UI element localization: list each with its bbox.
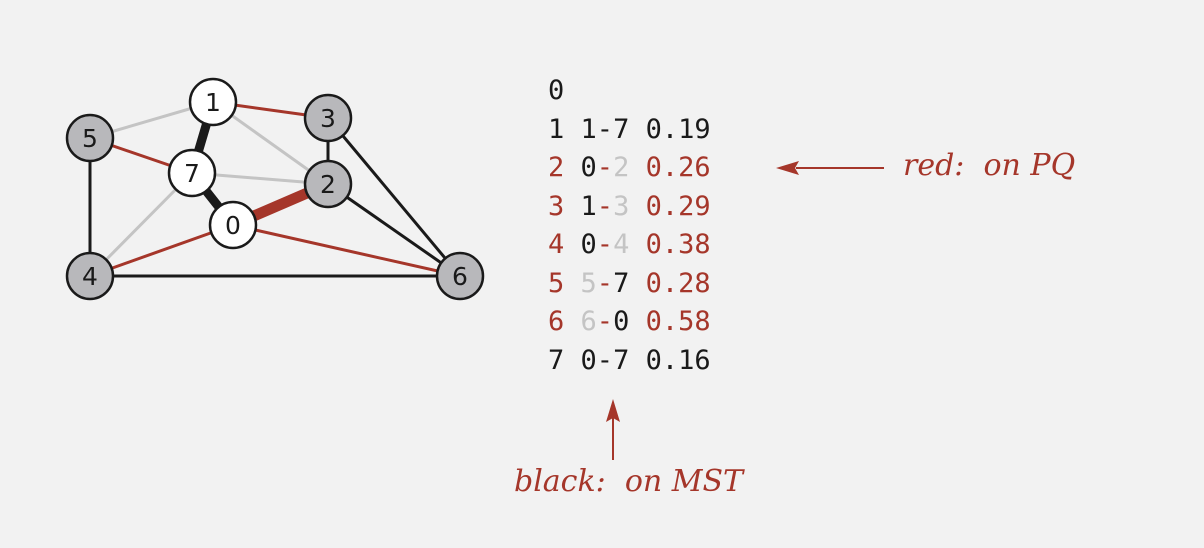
- node-label: 3: [320, 104, 336, 133]
- table-row: 7 0-7 0.16: [548, 342, 711, 381]
- red-on-pq-note: red: on PQ: [903, 148, 1076, 183]
- edge-dash: -: [596, 344, 614, 376]
- vertex-cell: 6: [548, 306, 565, 337]
- nodes: 0 1 2 3 4 5 6 7: [65, 77, 485, 301]
- weight-cell: 0.58: [645, 306, 711, 337]
- table-row: 5 5-7 0.28: [548, 265, 711, 304]
- node-1: 1: [188, 77, 238, 127]
- edge-to-cell: 7: [613, 267, 630, 299]
- edge-to-cell: 3: [613, 190, 630, 222]
- node-0: 0: [208, 200, 258, 250]
- node-circle: [208, 200, 258, 250]
- edge-from-cell: 5: [580, 267, 597, 299]
- node-label: 4: [82, 262, 98, 291]
- node-3: 3: [303, 93, 353, 143]
- node-circle: [435, 251, 485, 301]
- table-row: 3 1-3 0.29: [548, 188, 711, 227]
- edge-3-6: [326, 117, 462, 277]
- edge-to-cell: 2: [613, 152, 630, 183]
- edge-to-cell: 4: [613, 229, 630, 260]
- weight-cell: 0.38: [645, 229, 711, 260]
- weight-cell: 0.29: [645, 190, 711, 222]
- table-row: 6 6-0 0.58: [548, 303, 711, 342]
- node-4: 4: [65, 251, 115, 301]
- table-row: 2 0-2 0.26: [548, 149, 711, 188]
- node-label: 0: [225, 211, 241, 240]
- node-6: 6: [435, 251, 485, 301]
- node-label: 7: [184, 159, 200, 188]
- weight-cell: 0.28: [645, 267, 711, 299]
- edge-to-cell: 7: [613, 113, 630, 145]
- red-note-arrowhead: [776, 161, 799, 175]
- edge-from-cell: 0: [580, 229, 597, 260]
- table-row: 4 0-4 0.38: [548, 226, 711, 265]
- node-label: 5: [82, 124, 98, 153]
- table-row: 0: [548, 72, 711, 111]
- weight-cell: 0.16: [645, 344, 711, 376]
- edge-from-cell: 1: [580, 113, 597, 145]
- node-label: 6: [452, 262, 468, 291]
- edge-dash: -: [596, 229, 614, 260]
- table-row: 1 1-7 0.19: [548, 111, 711, 150]
- edge-dash: -: [596, 267, 614, 299]
- vertex-cell: 0: [548, 75, 565, 106]
- graph-diagram: 0 1 2 3 4 5 6 7: [65, 77, 485, 301]
- edge-from-cell: 1: [580, 190, 597, 222]
- weight-cell: 0.26: [645, 152, 711, 183]
- edge-dash: -: [596, 306, 614, 337]
- node-label: 2: [320, 170, 336, 199]
- node-circle: [303, 159, 353, 209]
- black-on-mst-note: black: on MST: [514, 464, 744, 499]
- edge-2-6: [327, 182, 461, 278]
- black-note-arrowhead: [606, 399, 620, 422]
- node-circle: [303, 93, 353, 143]
- node-circle: [65, 113, 115, 163]
- vertex-cell: 3: [548, 190, 565, 222]
- vertex-cell: 2: [548, 152, 565, 183]
- weight-cell: 0.19: [645, 113, 711, 145]
- edge-from-cell: 0: [580, 344, 597, 376]
- vertex-cell: 4: [548, 229, 565, 260]
- node-2: 2: [303, 159, 353, 209]
- node-circle: [188, 77, 238, 127]
- edge-to-cell: 0: [613, 306, 630, 337]
- node-7: 7: [167, 148, 217, 198]
- edge-dash: -: [596, 113, 614, 145]
- node-label: 1: [205, 88, 221, 117]
- edge-0-4: [89, 223, 234, 278]
- edge-0-6: [232, 223, 461, 278]
- node-circle: [167, 148, 217, 198]
- node-circle: [65, 251, 115, 301]
- node-5: 5: [65, 113, 115, 163]
- edge-from-cell: 0: [580, 152, 597, 183]
- edge-to-cell: 7: [613, 344, 630, 376]
- edge-dash: -: [596, 152, 614, 183]
- edge-from-cell: 6: [580, 306, 597, 337]
- vertex-cell: 7: [548, 344, 565, 376]
- vertex-cell: 1: [548, 113, 565, 145]
- edge-dash: -: [596, 190, 614, 222]
- vertex-cell: 5: [548, 267, 565, 299]
